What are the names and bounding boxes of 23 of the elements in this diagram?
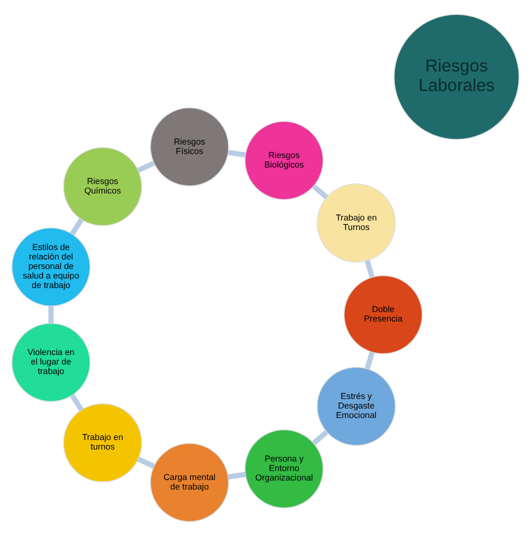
connector (228, 149, 246, 157)
node-circle: Estilos de relación del personal de salud a equipo de trabajo (12, 226, 90, 306)
connector (364, 259, 375, 278)
connector (137, 456, 156, 468)
connector (312, 184, 328, 199)
node-circle: Estrés y Desgaste Emocional (316, 366, 396, 446)
node-circle: Carga mental de trabajo (150, 442, 229, 522)
connector (70, 394, 84, 411)
connector (48, 306, 54, 323)
connector (312, 430, 328, 445)
connector (70, 218, 84, 235)
node-circle: Riesgos Laborales (394, 14, 520, 140)
node-circle: Riesgos Químicos (63, 146, 142, 226)
node-circle: Riesgos Físicos (150, 106, 229, 186)
node-circle: Persona y Entorno Organizacional (244, 428, 324, 508)
node-circle: Trabajo en Turnos (316, 183, 396, 262)
node-circle: Doble Presencia (344, 274, 423, 354)
node-circle: Violencia en el lugar de trabajo (12, 322, 90, 402)
node-circle: Riesgos Biológicos (244, 120, 324, 200)
connector (364, 351, 375, 369)
connector (137, 160, 155, 172)
node-circle: Trabajo en turnos (63, 402, 142, 482)
connector (228, 471, 246, 479)
